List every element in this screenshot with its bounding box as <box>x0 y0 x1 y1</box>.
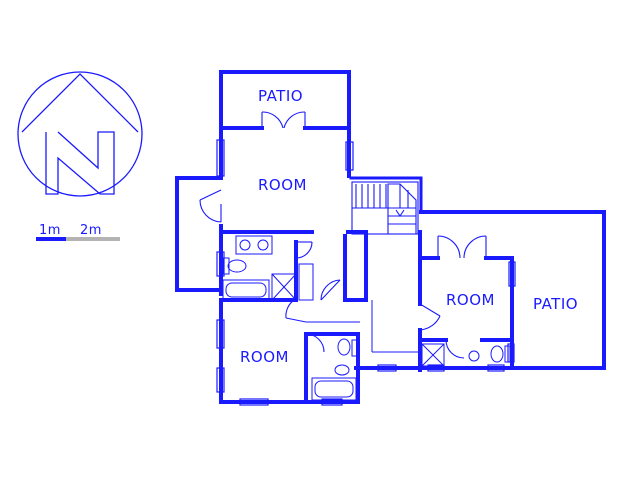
exterior-walls <box>175 70 606 404</box>
doors <box>199 111 487 359</box>
label-patio-right: PATIO <box>533 295 578 313</box>
label-room-upper: ROOM <box>258 176 307 194</box>
bathroom-fixtures <box>222 235 511 401</box>
staircase <box>351 181 419 235</box>
label-room-right: ROOM <box>446 291 495 309</box>
scale-label-1m: 1m <box>39 223 61 238</box>
scale-bar: 1m 2m <box>36 223 120 241</box>
room-labels: PATIO ROOM ROOM PATIO ROOM <box>240 87 578 366</box>
label-room-lower: ROOM <box>240 348 289 366</box>
label-patio-top: PATIO <box>258 87 303 105</box>
windows <box>216 139 516 406</box>
scale-label-2m: 2m <box>80 223 102 238</box>
north-arrow-icon <box>17 71 143 197</box>
